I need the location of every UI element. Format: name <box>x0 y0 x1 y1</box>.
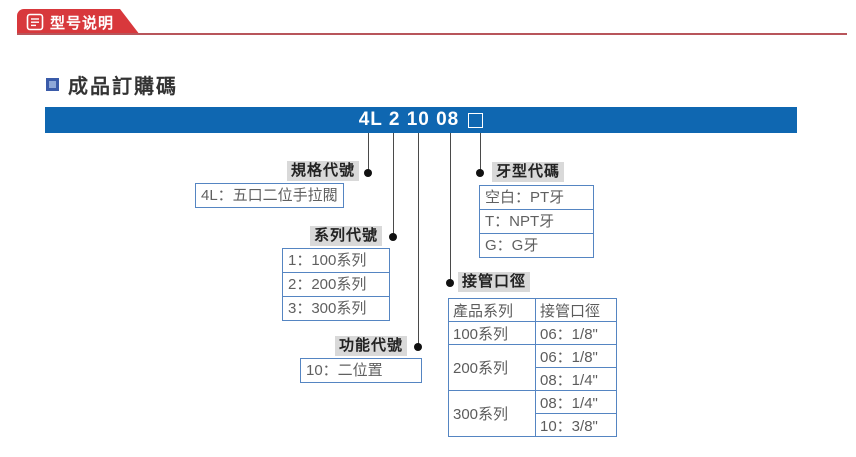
thread-type-box: 空白：PT牙 T：NPT牙 G：G牙 <box>479 185 594 258</box>
port-series-cell: 300系列 <box>448 390 536 437</box>
header-rule <box>17 33 847 35</box>
connector-dot-port <box>446 279 454 287</box>
port-size-cell: 08：1/4" <box>535 367 617 391</box>
connector-line-thread <box>480 133 481 171</box>
order-code-text: 4L 2 10 08 <box>358 109 460 130</box>
port-size-cell: 06：1/8" <box>535 344 617 368</box>
series-code-item: 2：200系列 <box>283 273 389 297</box>
series-code-item: 3：300系列 <box>288 300 367 317</box>
connector-dot-spec <box>364 169 372 177</box>
table-row: 10：3/8" <box>449 413 617 437</box>
spec-code-item: 4L：五口二位手拉閥 <box>201 187 338 204</box>
port-size-label: 接管口徑 <box>458 272 531 292</box>
port-size-cell: 06：1/8" <box>535 321 617 345</box>
order-code-banner: 4L 2 10 08 <box>45 107 797 133</box>
connector-line-function <box>418 133 419 345</box>
table-row: 100系列 06：1/8" <box>448 321 617 345</box>
series-code-item: 1：100系列 <box>283 249 389 273</box>
connector-line-spec <box>368 133 369 171</box>
spec-code-label: 規格代號 <box>287 161 360 181</box>
section-tab: 型号说明 <box>17 9 141 35</box>
series-code-label: 系列代號 <box>310 226 383 246</box>
port-size-cell: 08：1/4" <box>535 390 617 414</box>
port-series-cell: 200系列 <box>448 344 536 391</box>
port-table-header: 產品系列 <box>448 298 536 322</box>
port-size-table: 產品系列 接管口徑 100系列 06：1/8" 200系列 06：1/8" 08… <box>448 298 617 437</box>
section-title: 成品訂購碼 <box>68 76 178 98</box>
blank-square-icon <box>468 112 484 128</box>
square-bullet-icon <box>46 78 59 91</box>
thread-type-item: G：G牙 <box>485 237 539 254</box>
function-code-label: 功能代號 <box>335 336 408 356</box>
series-code-box: 1：100系列 2：200系列 3：300系列 <box>282 248 390 321</box>
table-row: 200系列 06：1/8" <box>448 344 617 391</box>
document-icon <box>26 13 44 31</box>
port-size-cell: 10：3/8" <box>535 413 617 437</box>
tab-title: 型号说明 <box>50 14 115 32</box>
thread-type-item: 空白：PT牙 <box>480 186 593 210</box>
table-row: 產品系列 接管口徑 <box>448 298 617 322</box>
port-series-cell: 100系列 <box>448 321 536 345</box>
thread-type-label: 牙型代碼 <box>492 162 565 182</box>
section-heading: 成品訂購碼 <box>46 70 178 99</box>
function-code-item: 10：二位置 <box>306 362 383 379</box>
table-row: 300系列 08：1/4" <box>448 390 617 437</box>
connector-line-port <box>450 133 451 281</box>
connector-line-series <box>393 133 394 235</box>
connector-dot-function <box>414 343 422 351</box>
connector-dot-series <box>389 233 397 241</box>
port-table-header: 接管口徑 <box>535 298 617 322</box>
function-code-box: 10：二位置 <box>300 358 422 383</box>
thread-type-item: T：NPT牙 <box>480 210 593 234</box>
spec-code-box: 4L：五口二位手拉閥 <box>195 183 344 208</box>
connector-dot-thread <box>476 169 484 177</box>
